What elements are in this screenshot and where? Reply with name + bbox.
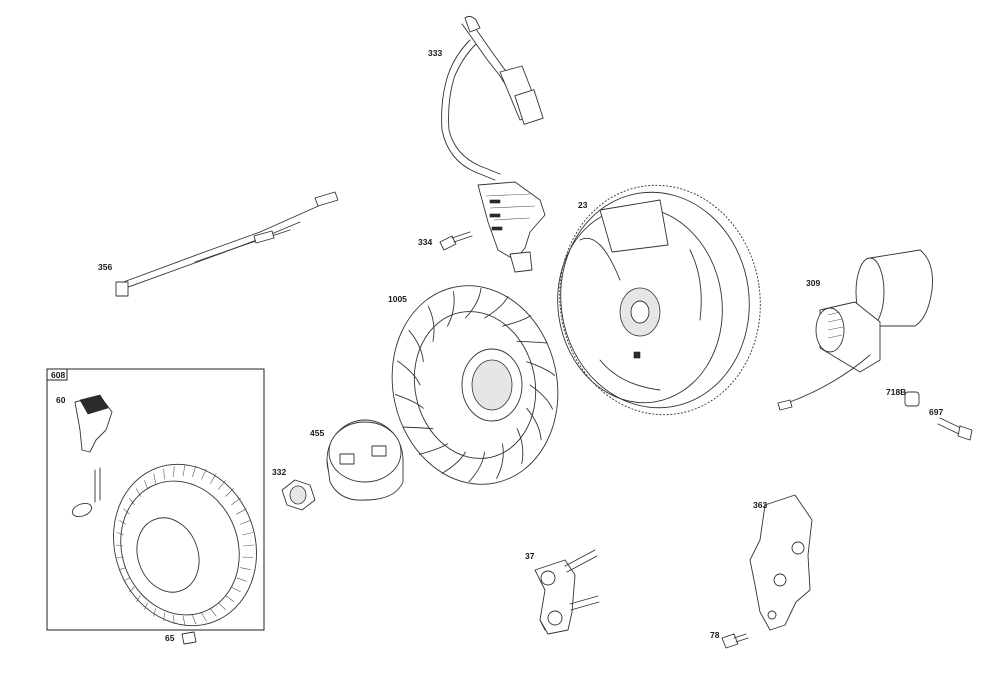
fan-blade [516, 428, 524, 465]
fan-blade [397, 360, 421, 386]
part-label-78: 78 [710, 630, 720, 640]
starter-rib [115, 544, 124, 547]
ignition-coil-with-wire[interactable]: 333 [428, 15, 546, 273]
starter-rib [240, 567, 251, 570]
starter-rib [173, 465, 175, 477]
starter-rib [128, 497, 135, 506]
fan-blade [526, 407, 542, 441]
part-label-37: 363 [753, 500, 767, 510]
flywheel-nut[interactable]: 332 [272, 467, 316, 511]
part-label-334: 334 [418, 237, 432, 247]
part-label-608: 608 [51, 370, 65, 380]
starter-rib [209, 473, 217, 484]
starter-rib [231, 586, 241, 593]
part-label-697: 697 [929, 407, 943, 417]
starter-rib [236, 577, 247, 582]
part-label-1005: 1005 [388, 294, 407, 304]
starter-handle[interactable]: 60 [56, 394, 113, 453]
spacer[interactable]: 718B [886, 387, 920, 407]
starter-rib [144, 480, 148, 490]
starter-rib [153, 608, 157, 617]
starter-rib [201, 612, 207, 622]
fan[interactable]: 1005 [374, 270, 576, 500]
ignition-coil-screw[interactable]: 334 [418, 231, 473, 251]
starter-rib [119, 567, 126, 570]
starter-rib [225, 488, 235, 497]
part-label-333: 333 [428, 48, 442, 58]
starter-rib [192, 465, 197, 477]
starter-rib [209, 608, 217, 617]
starter-rib [218, 480, 226, 490]
starter-rib [135, 488, 141, 497]
flywheel[interactable]: 23 [545, 172, 775, 428]
starter-rib [242, 532, 254, 536]
starter-rib [119, 520, 127, 525]
starter-rib [173, 615, 175, 625]
starter-rib [128, 586, 135, 593]
starter-rib [144, 602, 148, 610]
fan-blade [408, 329, 424, 363]
fan-blade [468, 451, 486, 483]
ground-wire[interactable]: 356 [98, 191, 339, 297]
rewind-screw[interactable]: 65 [165, 631, 197, 645]
fan-blade [484, 296, 509, 319]
starter-rib [236, 508, 247, 515]
fan-blade [441, 451, 466, 474]
part-label-60: 60 [56, 395, 66, 405]
mounting-bracket-studs[interactable]: 37 [525, 549, 600, 635]
starter-rib [192, 614, 197, 625]
starter-rib [116, 532, 124, 536]
fan-blade [529, 384, 553, 410]
fan-blade [402, 426, 434, 430]
part-label-332: 332 [272, 467, 286, 477]
part-label-363: 37 [525, 551, 535, 561]
fan-blade [526, 361, 556, 376]
starter-rib [218, 602, 226, 610]
fan-blade [418, 443, 448, 455]
part-label-23: 23 [578, 200, 588, 210]
starter-cup[interactable]: 455 [310, 419, 404, 501]
fan-blade [394, 394, 424, 409]
starter-rib [201, 468, 207, 480]
starter-rib [163, 468, 165, 480]
starter-rib [153, 473, 157, 484]
part-label-455: 455 [310, 428, 324, 438]
part-label-65: 65 [165, 633, 175, 643]
starter-rib [123, 508, 130, 515]
starter-rib [163, 612, 165, 622]
starter-rib [225, 595, 234, 602]
bracket-screw[interactable]: 78 [710, 630, 749, 649]
starter-rib [239, 520, 251, 525]
starter-rib [242, 544, 255, 547]
part-label-718B: 718B [886, 387, 906, 397]
starter-rib [182, 464, 186, 477]
fan-blade [447, 291, 455, 327]
part-label-356: 356 [98, 262, 112, 272]
fan-blade [427, 305, 435, 342]
starter-bolt[interactable]: 697 [929, 407, 973, 441]
starter-rib [123, 577, 130, 582]
bracket[interactable]: 363 [749, 494, 813, 631]
rewind-starter-assembly[interactable]: 608 [46, 368, 279, 646]
fan-blade [464, 287, 482, 319]
starter-rib [135, 595, 141, 602]
starter-rib [242, 556, 254, 558]
starter-motor[interactable]: 309 [777, 249, 933, 411]
part-label-309: 309 [806, 278, 820, 288]
fan-blade [496, 443, 504, 479]
starter-rib [231, 497, 241, 506]
starter-rib [182, 615, 186, 626]
